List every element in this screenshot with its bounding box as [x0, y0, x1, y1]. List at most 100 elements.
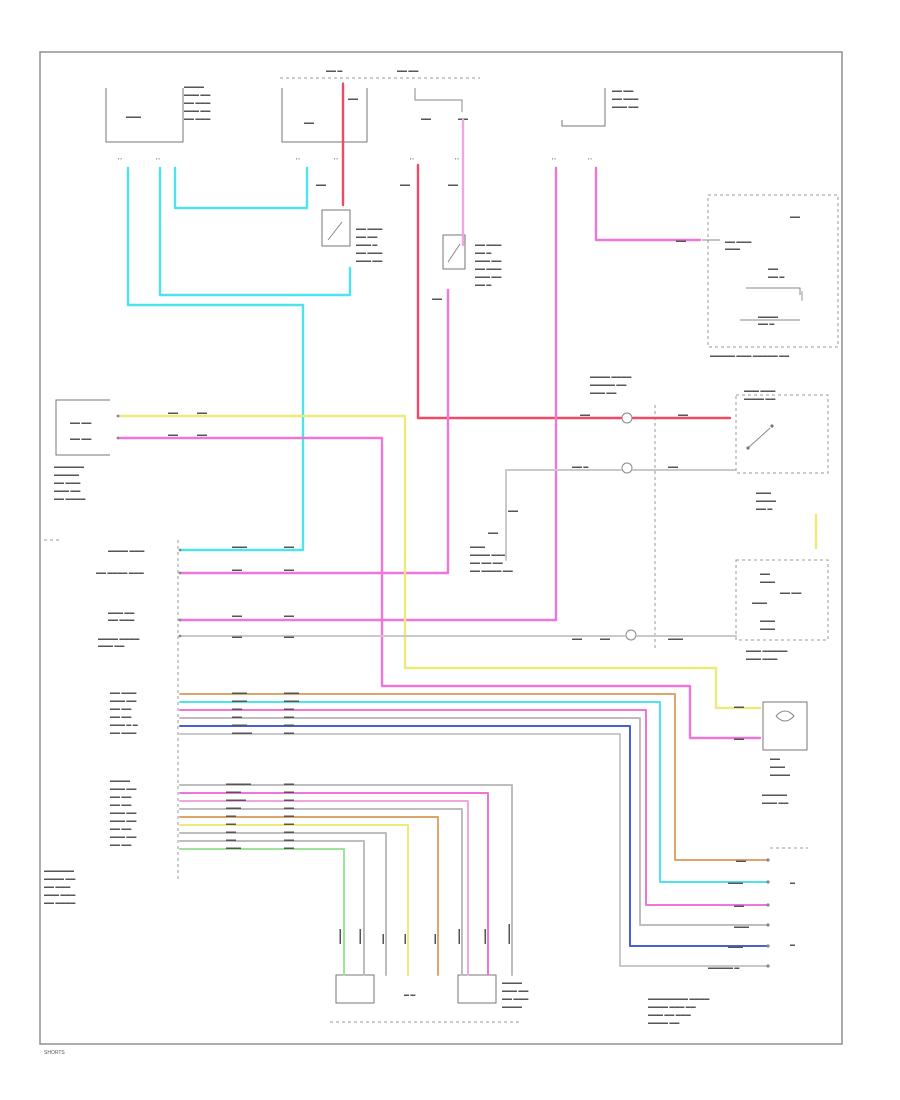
wire-pink-3 [178, 288, 450, 575]
svg-text:▬▬: ▬▬ [284, 797, 294, 803]
data-link-connector: ▬ ▬ ▬▬▬▬▬▬▬▬ ▬▬▬▬ ▬▬▬▬ ▬▬▬ ▬▬ ▬▬▬ ▬▬ ▬▬▬… [648, 847, 808, 1026]
top-pins: ▪ ▪ ▪ ▪ ▪ ▪ ▪ ▪ ▪ ▪ ▪ ▪ ▪ ▪ ▪ ▪ [118, 156, 593, 161]
svg-text:▬▬▬▬ ▬▬: ▬▬▬▬ ▬▬ [44, 876, 75, 882]
svg-text:▬▬▬▬ ▬▬▬ ▬▬: ▬▬▬▬ ▬▬▬ ▬▬ [648, 1004, 696, 1010]
diagram-frame [39, 51, 843, 1045]
svg-text:▬▬▬ ▬▬▬: ▬▬▬ ▬▬▬ [746, 656, 777, 662]
svg-text:▬▬▬▬: ▬▬▬▬ [184, 84, 204, 90]
svg-text:▬▬▬ ▬▬: ▬▬▬ ▬▬ [110, 698, 136, 704]
svg-text:▬▬▬▬: ▬▬▬▬ [506, 924, 512, 944]
svg-text:▬▬ ▬▬: ▬▬ ▬▬ [110, 842, 131, 848]
relay-switch-left: ▬▬ ▬▬▬ ▬▬ ▬▬ ▬▬▬ ▬ ▬▬ ▬▬▬ ▬▬▬ ▬▬ [321, 209, 382, 264]
svg-text:▬▬▬: ▬▬▬ [232, 698, 247, 704]
svg-text:▬▬: ▬▬ [284, 544, 294, 550]
svg-text:▬▬▬▬: ▬▬▬▬ [110, 778, 130, 784]
svg-text:▬▬▬▬▬ ▬: ▬▬▬▬▬ ▬ [708, 965, 739, 971]
svg-text:▬▬ ▬▬▬: ▬▬ ▬▬▬ [54, 480, 80, 486]
svg-text:▬▬: ▬▬ [284, 829, 294, 835]
svg-text:▬▬: ▬▬ [432, 934, 438, 944]
svg-text:▬▬▬: ▬▬▬ [232, 722, 247, 728]
wire-yellow-1 [116, 414, 762, 710]
wire-bus-ground [179, 733, 769, 967]
svg-text:▬▬ ▬▬: ▬▬ ▬▬ [780, 590, 801, 596]
svg-text:▬▬: ▬▬ [380, 934, 386, 944]
svg-text:▬▬▬▬▬▬: ▬▬▬▬▬▬ [44, 868, 74, 874]
svg-text:▬▬▬ ▬▬ ▬▬▬: ▬▬▬ ▬▬ ▬▬▬ [648, 1012, 691, 1018]
svg-text:▬▬▬: ▬▬▬ [357, 929, 363, 944]
svg-text:▬: ▬ [790, 880, 795, 886]
connector-pins [116, 414, 770, 968]
wire-red-2 [416, 163, 623, 420]
svg-text:▬▬▬▬: ▬▬▬▬ [770, 772, 790, 778]
svg-text:▬▬: ▬▬ [432, 296, 442, 302]
svg-text:▬▬▬ ▬▬: ▬▬▬ ▬▬ [110, 818, 136, 824]
svg-text:▬▬: ▬▬ [316, 182, 326, 188]
svg-text:▬▬: ▬▬ [734, 736, 744, 742]
svg-text:▬▬▬▬: ▬▬▬▬ [232, 730, 252, 736]
svg-text:▬▬▬ ▬▬▬▬▬: ▬▬▬ ▬▬▬▬▬ [746, 648, 787, 654]
svg-text:▬▬: ▬▬ [168, 432, 178, 438]
svg-text:▬▬: ▬▬ [348, 96, 358, 102]
relay-switch-right: ▬▬ ▬▬▬ ▬▬ ▬ ▬▬▬ ▬▬ ▬▬ ▬▬▬ ▬▬▬ ▬▬ ▬▬ ▬ [442, 234, 501, 288]
svg-text:▪ ▪: ▪ ▪ [156, 156, 161, 161]
svg-text:▬▬: ▬▬ [226, 829, 236, 835]
svg-text:▬▬▬: ▬▬▬ [232, 690, 247, 696]
svg-text:▬▬: ▬▬ [600, 636, 610, 642]
svg-text:▬▬: ▬▬ [226, 837, 236, 843]
wire-pink-2 [594, 166, 702, 242]
svg-text:▬▬: ▬▬ [197, 410, 207, 416]
svg-text:▬▬ ▬▬▬▬ ▬▬▬: ▬▬ ▬▬▬▬ ▬▬▬ [96, 570, 144, 576]
svg-text:▬▬: ▬▬ [488, 530, 498, 536]
svg-text:▬▬▬: ▬▬▬ [752, 600, 767, 606]
svg-text:▬▬ ▬▬▬▬: ▬▬ ▬▬▬▬ [54, 496, 85, 502]
svg-text:▬▬: ▬▬ [572, 636, 582, 642]
svg-text:▬▬: ▬▬ [304, 120, 314, 126]
svg-text:▬▬▬: ▬▬▬ [226, 845, 241, 851]
gray-wires [179, 291, 803, 637]
svg-text:▬▬: ▬▬ [421, 116, 431, 122]
svg-text:▬▬▬ ▬▬: ▬▬▬ ▬▬ [184, 108, 210, 114]
svg-text:▬▬ ▬▬▬: ▬▬ ▬▬▬ [110, 730, 136, 736]
svg-text:▬▬▬▬ ▬▬: ▬▬▬▬ ▬▬ [648, 1020, 679, 1026]
svg-text:▬▬: ▬▬ [770, 756, 780, 762]
wire-bus-pink [179, 709, 769, 906]
svg-text:▬ ▬: ▬ ▬ [404, 992, 415, 998]
svg-text:▪ ▪: ▪ ▪ [410, 156, 415, 161]
wire-labels: ▬▬ ▬▬ ▬▬ ▬▬ ▬▬▬ ▬▬ ▬▬ ▬▬ ▬▬ ▬▬ ▬▬ ▬▬ ▬▬ … [168, 182, 749, 971]
wire-cyan-3 [173, 166, 309, 210]
wire-cyan-2 [158, 166, 352, 297]
svg-text:▬▬ ▬: ▬▬ ▬ [756, 506, 772, 512]
svg-text:▬▬: ▬▬ [284, 567, 294, 573]
wire-bus-cyan [179, 701, 769, 883]
svg-text:▬▬: ▬▬ [226, 813, 236, 819]
svg-text:▬▬ ▬▬: ▬▬ ▬▬ [110, 826, 131, 832]
svg-text:▬▬ ▬▬▬▬: ▬▬ ▬▬▬▬ [44, 900, 75, 906]
svg-text:▬▬ ▬: ▬▬ ▬ [475, 250, 491, 256]
svg-text:▬▬▬▬ ▬▬▬▬: ▬▬▬▬ ▬▬▬▬ [98, 636, 139, 642]
svg-text:▬▬: ▬▬ [284, 634, 294, 640]
svg-text:▬▬: ▬▬ [402, 934, 408, 944]
inline-connectors-mid: ▬▬▬▬ ▬▬▬▬ ▬▬▬▬▬ ▬▬ ▬▬▬ ▬▬ ▬▬▬ ▬▬▬▬ ▬▬▬ ▬… [470, 374, 656, 650]
svg-text:▪ ▪: ▪ ▪ [588, 156, 593, 161]
svg-text:▬▬: ▬▬ [400, 182, 410, 188]
top-right-module: ▬▬ ▬▬ ▬▬ ▬▬▬ ▬▬▬ ▬▬ [561, 88, 638, 127]
svg-text:▬▬▬: ▬▬▬ [456, 929, 462, 944]
svg-text:▬▬: ▬▬ [232, 714, 242, 720]
svg-text:▬▬▬ ▬▬: ▬▬▬ ▬▬ [612, 104, 638, 110]
svg-text:▬▬: ▬▬ [284, 730, 294, 736]
svg-text:▬▬▬: ▬▬▬ [284, 698, 299, 704]
svg-text:▬▬▬▬▬ ▬▬▬ ▬▬▬▬▬ ▬▬: ▬▬▬▬▬ ▬▬▬ ▬▬▬▬▬ ▬▬ [710, 353, 789, 359]
svg-text:▬▬▬▬▬▬: ▬▬▬▬▬▬ [54, 464, 84, 470]
pink-wires [116, 166, 762, 740]
wire-pink-4 [116, 436, 762, 740]
wire-pink-1 [178, 166, 558, 622]
svg-text:▬▬: ▬▬ [736, 858, 746, 864]
svg-text:▬▬▬ ▬▬: ▬▬▬ ▬▬ [475, 258, 501, 264]
svg-text:▬▬ ▬: ▬▬ ▬ [326, 68, 342, 74]
svg-text:▬▬: ▬▬ [232, 706, 242, 712]
svg-text:▬▬▬: ▬▬▬ [126, 114, 141, 120]
svg-text:▬▬: ▬▬ [284, 722, 294, 728]
svg-text:▬▬ ▬: ▬▬ ▬ [475, 282, 491, 288]
svg-text:▬▬: ▬▬ [284, 781, 294, 787]
